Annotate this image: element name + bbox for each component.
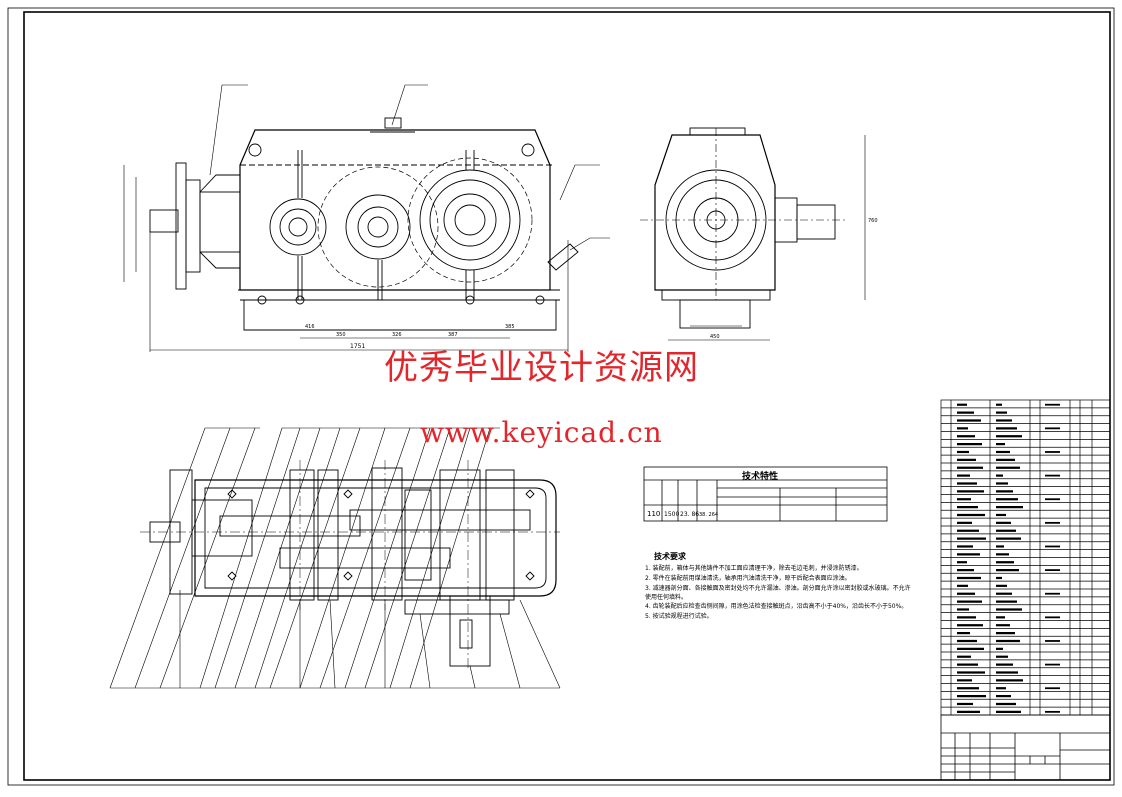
tech-requirement-line: 2. 零件在装配前用煤油清洗，轴承用汽油清洗干净，晾干后配合表面应涂油。 [645, 575, 851, 582]
dim-front-5: 416 [305, 324, 315, 330]
tech-requirement-line: 3. 减速器剖分面、各接触面及密封处均不允许漏油、渗油。剖分面允许涂以密封胶或水… [645, 585, 911, 592]
watermark-title: 优秀毕业设计资源网 [384, 348, 699, 388]
dim-overall-length: 1751 [350, 343, 365, 350]
inner-border [23, 11, 1111, 781]
tech-params-title: 技术特性 [742, 472, 779, 482]
dim-front-1: 350 [336, 332, 346, 338]
part-leader-lines [109, 427, 561, 689]
tech-requirement-line: 1. 装配前，箱体与其他铸件不加工面应清理干净，除去毛边毛刺，并浸涂防锈漆。 [645, 565, 863, 572]
tech-requirement-line: 使用任何填料。 [645, 594, 688, 601]
side-view [640, 127, 866, 341]
tp-speed: 1500 [664, 511, 679, 518]
outer-border [7, 7, 1115, 786]
title-block [940, 714, 1111, 781]
dim-side-width: 450 [710, 334, 720, 340]
tp-ratio: 23. 86 [680, 511, 699, 518]
dim-side-height: 760 [868, 218, 878, 224]
tech-requirement-line: 5. 按试验规程进行试验。 [645, 613, 713, 620]
tech-requirement-line: 4. 齿轮装配后应检查齿侧间隙，用涂色法检查接触斑点，沿齿高不小于40%，沿齿长… [645, 603, 908, 610]
tech-requirements-title: 技术要求 [654, 552, 686, 561]
parts-list [940, 399, 1111, 716]
tp-torque: 38. 264 [699, 512, 718, 518]
plan-section-view [140, 460, 560, 670]
tech-params-table [643, 466, 888, 522]
tp-power: 110 [647, 510, 660, 518]
dim-front-4: 385 [505, 324, 515, 330]
dim-front-3: 387 [448, 332, 458, 338]
front-view [123, 84, 610, 352]
watermark-url: www.keyicad.cn [420, 416, 663, 449]
dim-front-2: 326 [392, 332, 402, 338]
